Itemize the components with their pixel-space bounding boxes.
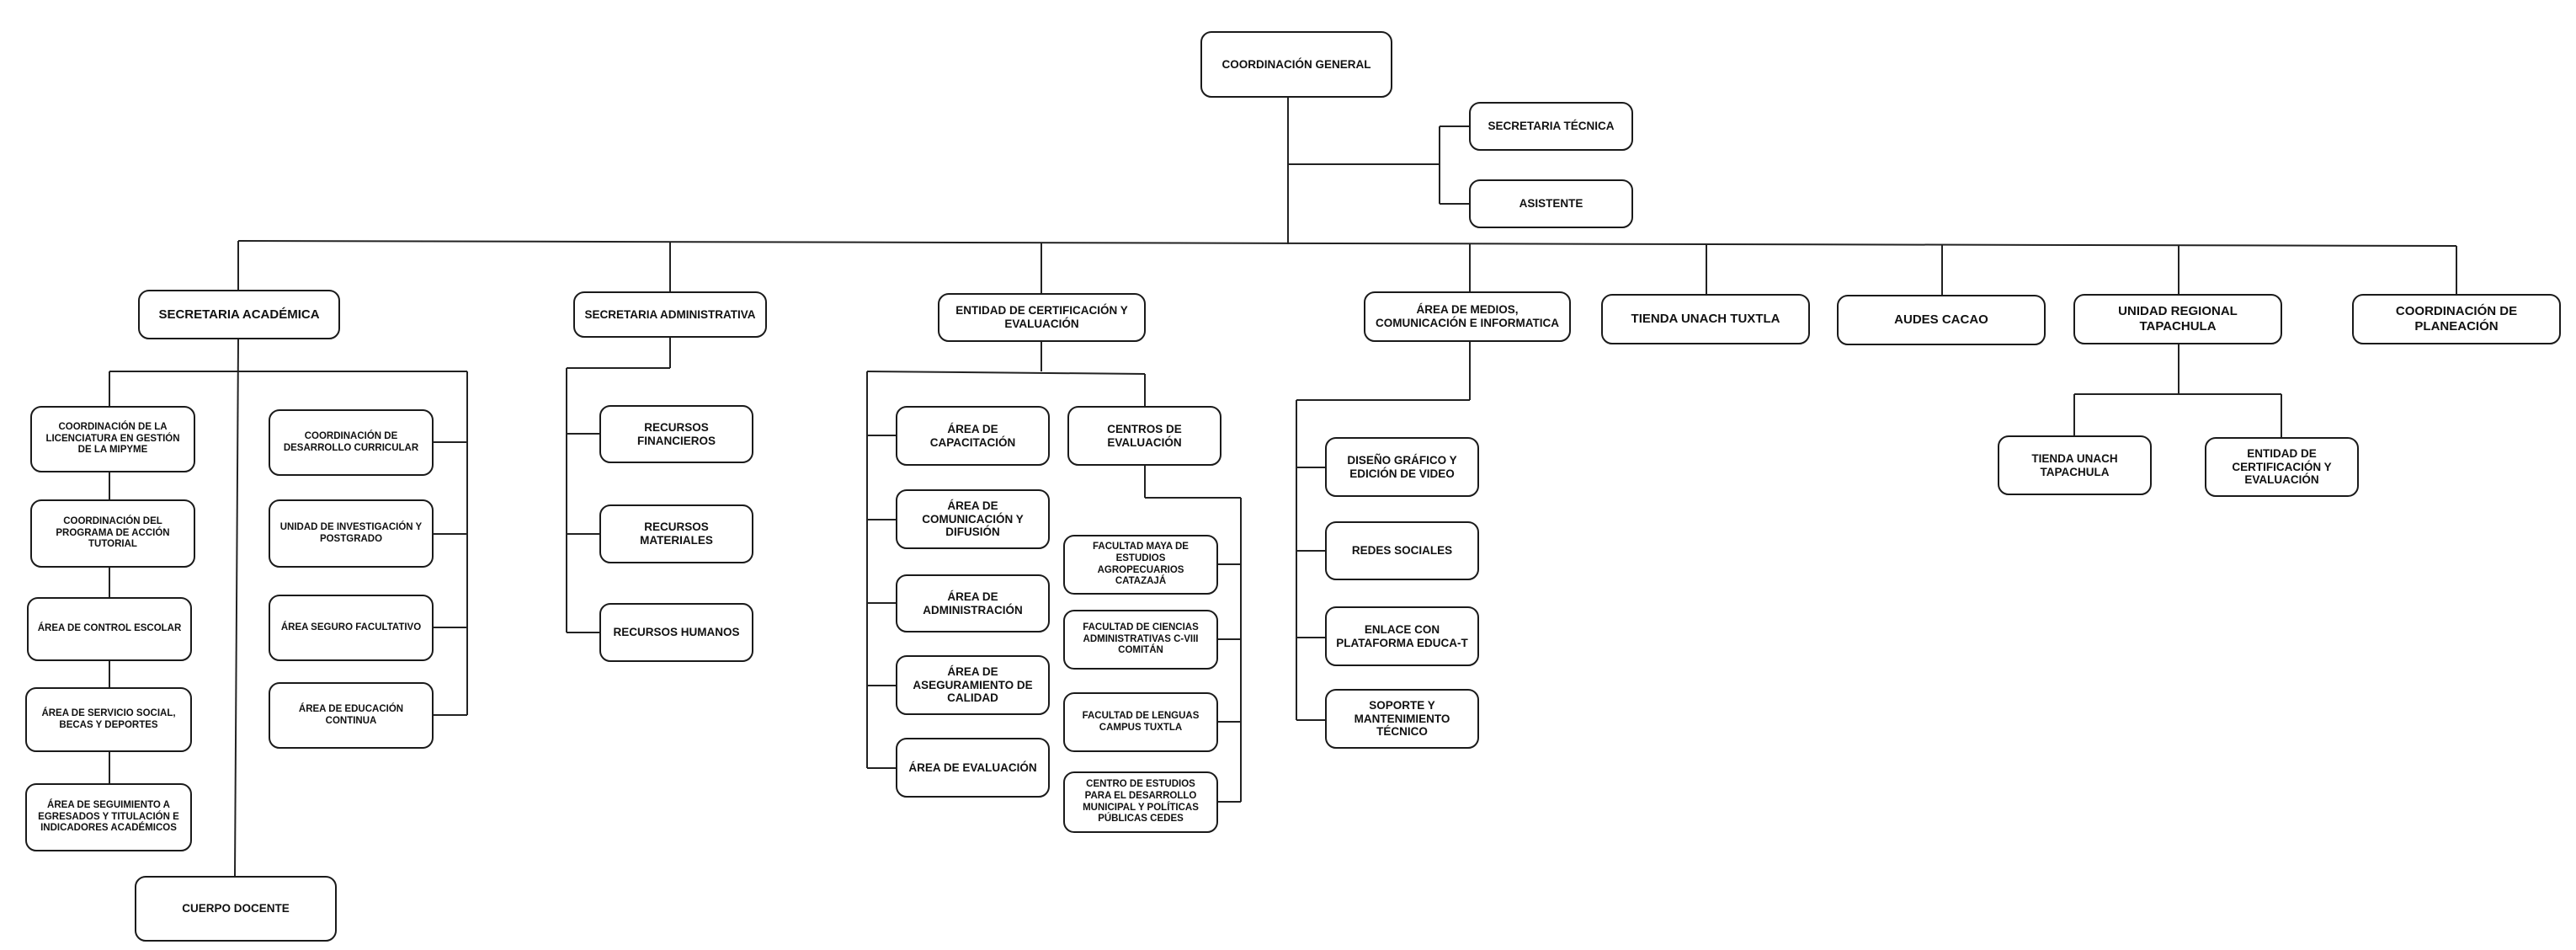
area-evaluacion: ÁREA DE EVALUACIÓN bbox=[896, 738, 1050, 798]
facultad-lenguas: FACULTAD DE LENGUAS CAMPUS TUXTLA bbox=[1063, 692, 1218, 752]
area-administracion: ÁREA DE ADMINISTRACIÓN bbox=[896, 574, 1050, 632]
area-capacitacion: ÁREA DE CAPACITACIÓN bbox=[896, 406, 1050, 466]
asistente: ASISTENTE bbox=[1469, 179, 1633, 228]
area-seguimiento-egresados: ÁREA DE SEGUIMIENTO A EGRESADOS Y TITULA… bbox=[25, 783, 192, 851]
entidad-certificacion-tapachula: ENTIDAD DE CERTIFICACIÓN Y EVALUACIÓN bbox=[2205, 437, 2359, 497]
tienda-unach-tuxtla: TIENDA UNACH TUXTLA bbox=[1601, 294, 1810, 344]
area-comunicacion-difusion: ÁREA DE COMUNICACIÓN Y DIFUSIÓN bbox=[896, 489, 1050, 549]
coordinacion-licenciatura: COORDINACIÓN DE LA LICENCIATURA EN GESTI… bbox=[30, 406, 195, 472]
recursos-materiales: RECURSOS MATERIALES bbox=[599, 504, 753, 563]
secretaria-academica: SECRETARIA ACADÉMICA bbox=[138, 290, 340, 339]
area-medios: ÁREA DE MEDIOS, COMUNICACIÓN E INFORMATI… bbox=[1364, 291, 1571, 342]
area-aseguramiento-calidad: ÁREA DE ASEGURAMIENTO DE CALIDAD bbox=[896, 655, 1050, 715]
area-seguro-facultativo: ÁREA SEGURO FACULTATIVO bbox=[269, 595, 434, 661]
tienda-unach-tapachula: TIENDA UNACH TAPACHULA bbox=[1998, 435, 2152, 495]
centro-estudios-cedes: CENTRO DE ESTUDIOS PARA EL DESARROLLO MU… bbox=[1063, 771, 1218, 833]
diseno-grafico-video: DISEÑO GRÁFICO Y EDICIÓN DE VIDEO bbox=[1325, 437, 1479, 497]
coordinacion-desarrollo-curricular: COORDINACIÓN DE DESARROLLO CURRICULAR bbox=[269, 409, 434, 476]
recursos-financieros: RECURSOS FINANCIEROS bbox=[599, 405, 753, 463]
cuerpo-docente: CUERPO DOCENTE bbox=[135, 876, 337, 942]
centros-evaluacion: CENTROS DE EVALUACIÓN bbox=[1067, 406, 1221, 466]
coordinacion-general: COORDINACIÓN GENERAL bbox=[1200, 31, 1392, 98]
area-educacion-continua: ÁREA DE EDUCACIÓN CONTINUA bbox=[269, 682, 434, 749]
secretaria-administrativa: SECRETARIA ADMINISTRATIVA bbox=[573, 291, 767, 338]
area-servicio-social: ÁREA DE SERVICIO SOCIAL, BECAS Y DEPORTE… bbox=[25, 687, 192, 752]
facultad-ciencias-administrativas: FACULTAD DE CIENCIAS ADMINISTRATIVAS C-V… bbox=[1063, 610, 1218, 670]
coordinacion-planeacion: COORDINACIÓN DE PLANEACIÓN bbox=[2352, 294, 2561, 344]
facultad-maya: FACULTAD MAYA DE ESTUDIOS AGROPECUARIOS … bbox=[1063, 535, 1218, 595]
unidad-investigacion-postgrado: UNIDAD DE INVESTIGACIÓN Y POSTGRADO bbox=[269, 499, 434, 568]
entidad-certificacion: ENTIDAD DE CERTIFICACIÓN Y EVALUACIÓN bbox=[938, 293, 1146, 342]
redes-sociales: REDES SOCIALES bbox=[1325, 521, 1479, 580]
unidad-regional-tapachula: UNIDAD REGIONAL TAPACHULA bbox=[2073, 294, 2282, 344]
secretaria-tecnica: SECRETARIA TÉCNICA bbox=[1469, 102, 1633, 151]
area-control-escolar: ÁREA DE CONTROL ESCOLAR bbox=[27, 597, 192, 661]
audes-cacao: AUDES CACAO bbox=[1837, 295, 2046, 345]
enlace-plataforma-educa-t: ENLACE CON PLATAFORMA EDUCA-T bbox=[1325, 606, 1479, 666]
coordinacion-programa-tutorial: COORDINACIÓN DEL PROGRAMA DE ACCIÓN TUTO… bbox=[30, 499, 195, 568]
soporte-mantenimiento: SOPORTE Y MANTENIMIENTO TÉCNICO bbox=[1325, 689, 1479, 749]
recursos-humanos: RECURSOS HUMANOS bbox=[599, 603, 753, 662]
